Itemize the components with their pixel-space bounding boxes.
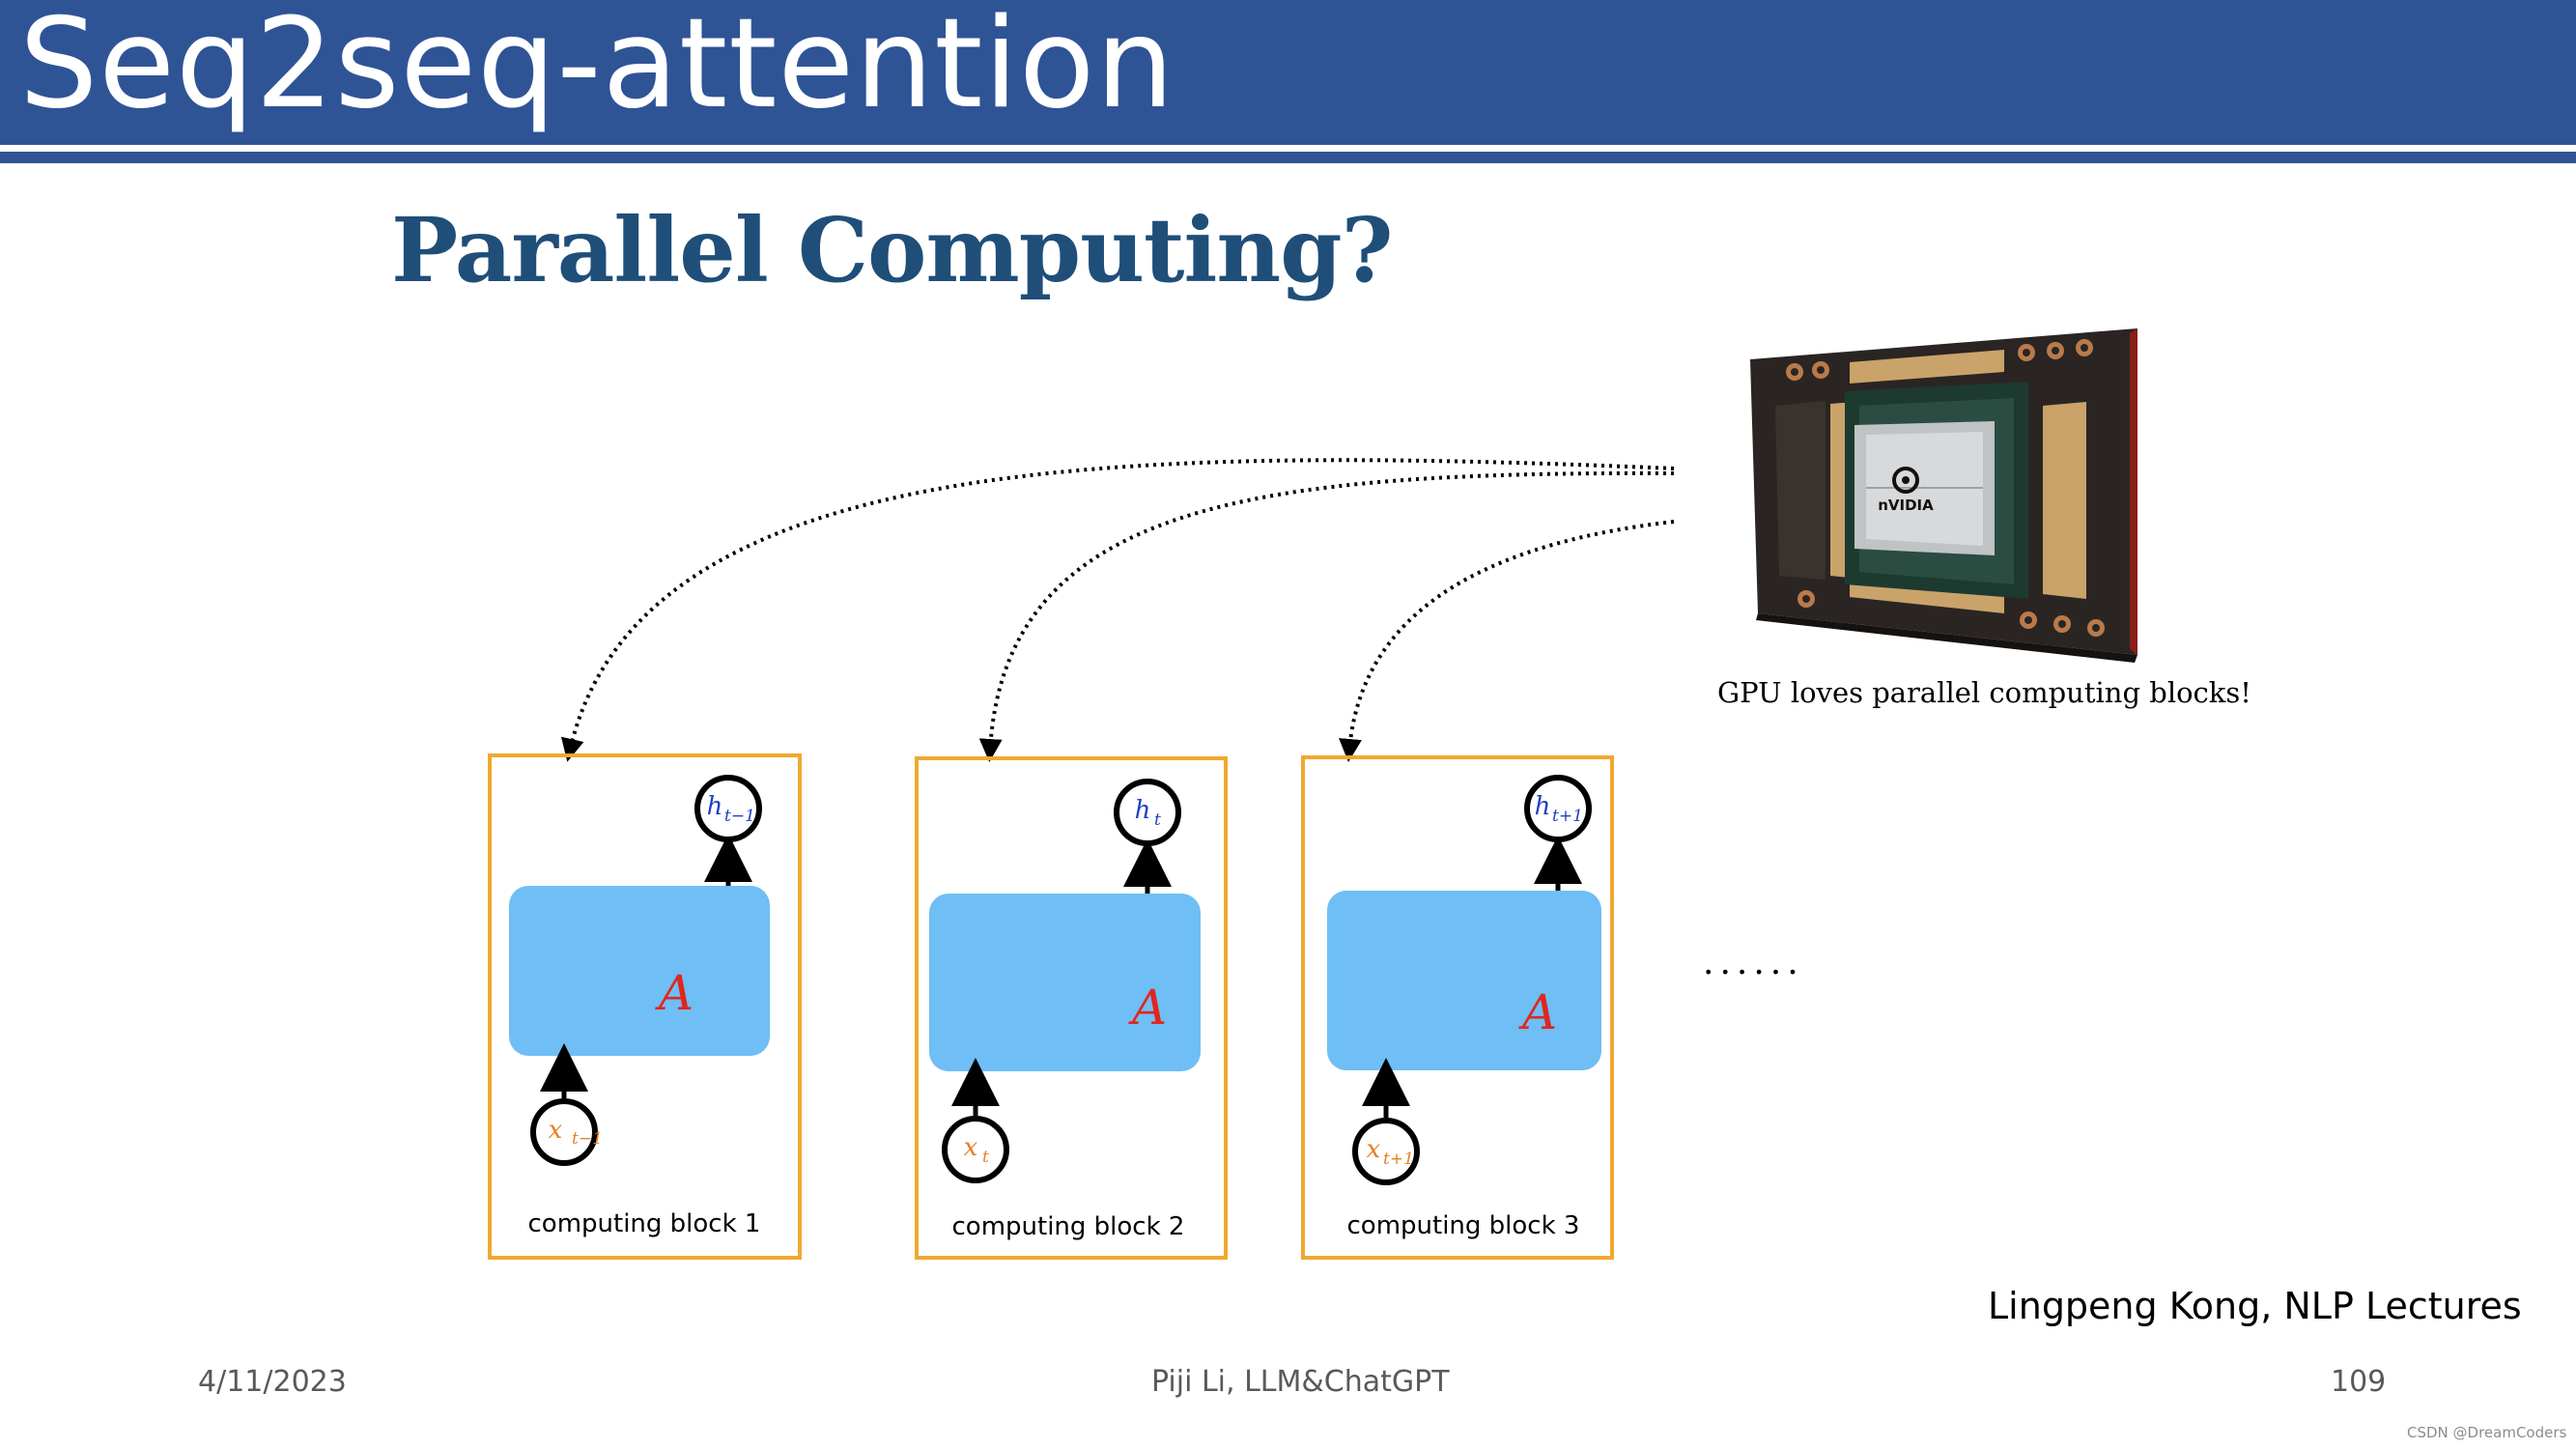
slide-title: Seq2seq-attention <box>19 0 1175 136</box>
cell-label: A <box>655 965 694 1021</box>
footer-date: 4/11/2023 <box>198 1365 347 1399</box>
output-node <box>694 775 762 842</box>
title-rule-gap <box>0 145 2576 152</box>
output-symbol: h <box>1135 796 1151 825</box>
input-symbol: x <box>964 1133 978 1162</box>
title-bar: Seq2seq-attention <box>0 0 2576 145</box>
output-subscript: t−1 <box>724 807 755 826</box>
rnn-cell <box>929 894 1201 1071</box>
gpu-caption: GPU loves parallel computing blocks! <box>1717 676 2251 709</box>
title-rule <box>0 152 2576 163</box>
block-label: computing block 3 <box>1347 1211 1580 1240</box>
rnn-cell <box>509 886 770 1056</box>
input-subscript: t−1 <box>572 1129 603 1149</box>
computing-block-2: A x t h t computing block 2 <box>915 756 1228 1260</box>
output-symbol: h <box>1535 792 1551 821</box>
input-subscript: t+1 <box>1383 1150 1414 1169</box>
computing-block-1: A x t−1 h t−1 computing block 1 <box>488 753 802 1260</box>
cell-label: A <box>1128 980 1167 1036</box>
input-node <box>530 1098 598 1166</box>
rnn-cell <box>1327 891 1601 1070</box>
dispatch-arrow-block-3 <box>1339 520 1675 762</box>
cell-label: A <box>1518 984 1557 1040</box>
output-node <box>1114 779 1181 846</box>
output-node <box>1524 775 1592 842</box>
input-symbol: x <box>549 1116 563 1145</box>
output-symbol: h <box>707 792 723 821</box>
input-subscript: t <box>982 1148 989 1167</box>
block-label: computing block 2 <box>952 1212 1185 1241</box>
dispatch-arrow-block-2 <box>978 470 1675 762</box>
output-subscript: t+1 <box>1552 807 1583 826</box>
watermark: CSDN @DreamCoders <box>2407 1424 2567 1441</box>
gpu-image: nVIDIA <box>1750 328 2137 663</box>
slide-subtitle: Parallel Computing? <box>391 198 1394 302</box>
input-node <box>1352 1118 1420 1185</box>
footer-page-number: 109 <box>2331 1365 2387 1399</box>
footer-presenter: Piji Li, LLM&ChatGPT <box>1151 1365 1450 1399</box>
more-blocks-ellipsis: ...... <box>1703 943 1804 982</box>
block-label: computing block 1 <box>528 1209 761 1238</box>
output-subscript: t <box>1154 810 1161 830</box>
source-credit: Lingpeng Kong, NLP Lectures <box>1988 1285 2522 1327</box>
input-symbol: x <box>1367 1135 1381 1164</box>
dispatch-arrow-block-1 <box>560 458 1675 762</box>
input-node <box>942 1116 1009 1183</box>
computing-block-3: A x t+1 h t+1 computing block 3 <box>1301 755 1614 1260</box>
gpu-logo-text: nVIDIA <box>1878 497 1934 514</box>
